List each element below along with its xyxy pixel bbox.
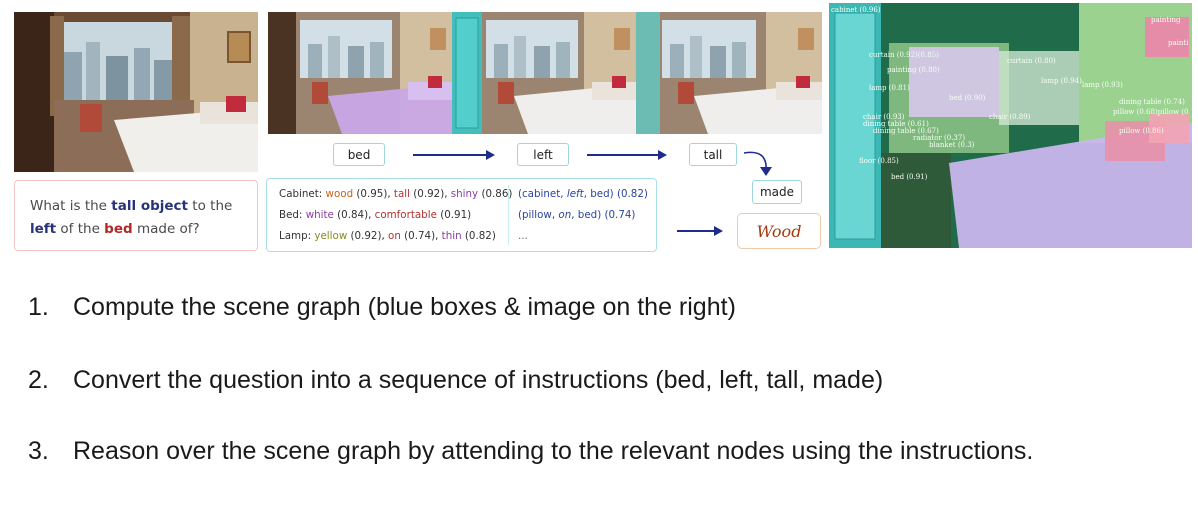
relation-open: (cabinet, bbox=[518, 188, 567, 200]
seg-label-dining-table-1: dining table (0.74) bbox=[1119, 98, 1185, 106]
flow-arrow bbox=[413, 149, 495, 161]
step-number: 3. bbox=[28, 437, 49, 465]
scene-graph-divider bbox=[508, 185, 509, 245]
attribute-score: (0.86) bbox=[481, 188, 513, 200]
attribute-value: thin bbox=[441, 230, 462, 242]
instruction-chip-left: left bbox=[517, 143, 569, 166]
attribute-value: comfortable bbox=[374, 209, 437, 221]
attribute-value: wood bbox=[325, 188, 354, 200]
attribute-object: Bed: bbox=[279, 209, 303, 221]
question-box: What is the tall object to the left of t… bbox=[14, 180, 258, 251]
question-text: What is the bbox=[30, 198, 112, 214]
relation-predicate: on bbox=[558, 209, 572, 221]
seg-label-bed-2: bed (0.91) bbox=[891, 173, 928, 181]
bed-attention-photo bbox=[268, 12, 452, 134]
attribute-score: (0.82) bbox=[464, 230, 496, 242]
scene-graph-box: Cabinet: wood (0.95), tall (0.92), shiny… bbox=[266, 178, 657, 252]
seg-label-pillow-1: pillow (0.68)pillow (0 bbox=[1113, 108, 1189, 116]
attribute-score: (0.95), bbox=[356, 188, 391, 200]
question-keyword-tall: tall bbox=[111, 198, 137, 214]
attribute-value: white bbox=[305, 209, 334, 221]
question-keyword-object: object bbox=[136, 198, 189, 214]
seg-label-blanket: blanket (0.3) bbox=[929, 141, 975, 149]
seg-label-painting-3: painting (0.80) bbox=[887, 66, 940, 74]
flow-arrow bbox=[677, 225, 723, 237]
curved-flow-arrow bbox=[743, 151, 772, 176]
relation-open: (pillow, bbox=[518, 209, 559, 221]
attribute-line-bed: Bed: white (0.84), comfortable (0.91) bbox=[279, 209, 471, 221]
attribute-score: (0.92), bbox=[413, 188, 448, 200]
relation-line: (cabinet, left, bed) (0.82) bbox=[518, 188, 648, 200]
attribute-object: Lamp: bbox=[279, 230, 312, 242]
question-line-2: left of the bed made of? bbox=[30, 218, 257, 241]
answer-box: Wood bbox=[737, 213, 821, 249]
seg-label-dining-table-3: dining table (0.67) bbox=[873, 127, 939, 135]
seg-label-curtain-1: curtain (0.92)(0.85) bbox=[869, 51, 939, 59]
instruction-chip-tall: tall bbox=[689, 143, 737, 166]
seg-label-painting-2: painti bbox=[1168, 39, 1189, 47]
relation-close: , bed) (0.82) bbox=[583, 188, 648, 200]
instruction-chip-made: made bbox=[752, 180, 802, 204]
question-keyword-bed: bed bbox=[104, 221, 133, 237]
step-text: Convert the question into a sequence of … bbox=[73, 366, 884, 394]
question-keyword-left: left bbox=[30, 221, 57, 237]
attribute-object: Cabinet: bbox=[279, 188, 323, 200]
relation-line: (pillow, on, bed) (0.74) bbox=[518, 209, 635, 221]
seg-label-chair-2: chair (0.89) bbox=[989, 113, 1031, 121]
seg-label-floor: floor (0.85) bbox=[859, 157, 899, 165]
seg-label-lamp-1: lamp (0.81) bbox=[869, 84, 910, 92]
question-line-1: What is the tall object to the bbox=[30, 195, 257, 218]
attribute-score: (0.91) bbox=[440, 209, 472, 221]
attribute-score: (0.74), bbox=[404, 230, 439, 242]
cabinet-left-attention-photo bbox=[452, 12, 636, 134]
seg-label-curtain-2: curtain (0.80) bbox=[1007, 57, 1056, 65]
segmented-scene-graph-photo: cabinet (0.96) painting painti curtain (… bbox=[829, 3, 1192, 248]
relation-ellipsis: ... bbox=[518, 230, 528, 242]
attribute-line-lamp: Lamp: yellow (0.92), on (0.74), thin (0.… bbox=[279, 230, 496, 242]
hotel-room-photo bbox=[14, 12, 258, 172]
step-number: 1. bbox=[28, 293, 49, 321]
seg-label-chair-1: chair (0.93) bbox=[863, 113, 905, 121]
step-text: Reason over the scene graph by attending… bbox=[73, 437, 1034, 465]
attribute-value: on bbox=[388, 230, 401, 242]
step-number: 2. bbox=[28, 366, 49, 394]
attribute-line-cabinet: Cabinet: wood (0.95), tall (0.92), shiny… bbox=[279, 188, 512, 200]
seg-label-pillow-2: pillow (0.86) bbox=[1119, 127, 1164, 135]
attribute-value: yellow bbox=[314, 230, 348, 242]
flow-arrow bbox=[587, 149, 667, 161]
seg-label-lamp-2: lamp (0.94) bbox=[1041, 77, 1082, 85]
seg-label-lamp-3: lamp (0.93) bbox=[1082, 81, 1123, 89]
relation-predicate: left bbox=[566, 188, 584, 200]
seg-label-painting-1: painting bbox=[1151, 16, 1181, 24]
attribute-score: (0.84), bbox=[337, 209, 372, 221]
attribute-value: shiny bbox=[450, 188, 479, 200]
question-text: to the bbox=[188, 198, 233, 214]
seg-label-radiator: radiator (0.37) bbox=[913, 134, 965, 142]
relation-close: , bed) (0.74) bbox=[571, 209, 636, 221]
seg-label-cabinet: cabinet (0.96) bbox=[831, 6, 881, 14]
seg-label-dining-table-2: dining table (0.61) bbox=[863, 120, 929, 128]
step-text: Compute the scene graph (blue boxes & im… bbox=[73, 293, 736, 321]
instruction-chip-bed: bed bbox=[333, 143, 385, 166]
question-text: of the bbox=[56, 221, 105, 237]
tall-cabinet-attention-photo bbox=[636, 12, 822, 134]
seg-label-bed: bed (0.90) bbox=[949, 94, 986, 102]
attribute-score: (0.92), bbox=[350, 230, 385, 242]
question-text: made of? bbox=[132, 221, 200, 237]
attribute-value: tall bbox=[393, 188, 410, 200]
